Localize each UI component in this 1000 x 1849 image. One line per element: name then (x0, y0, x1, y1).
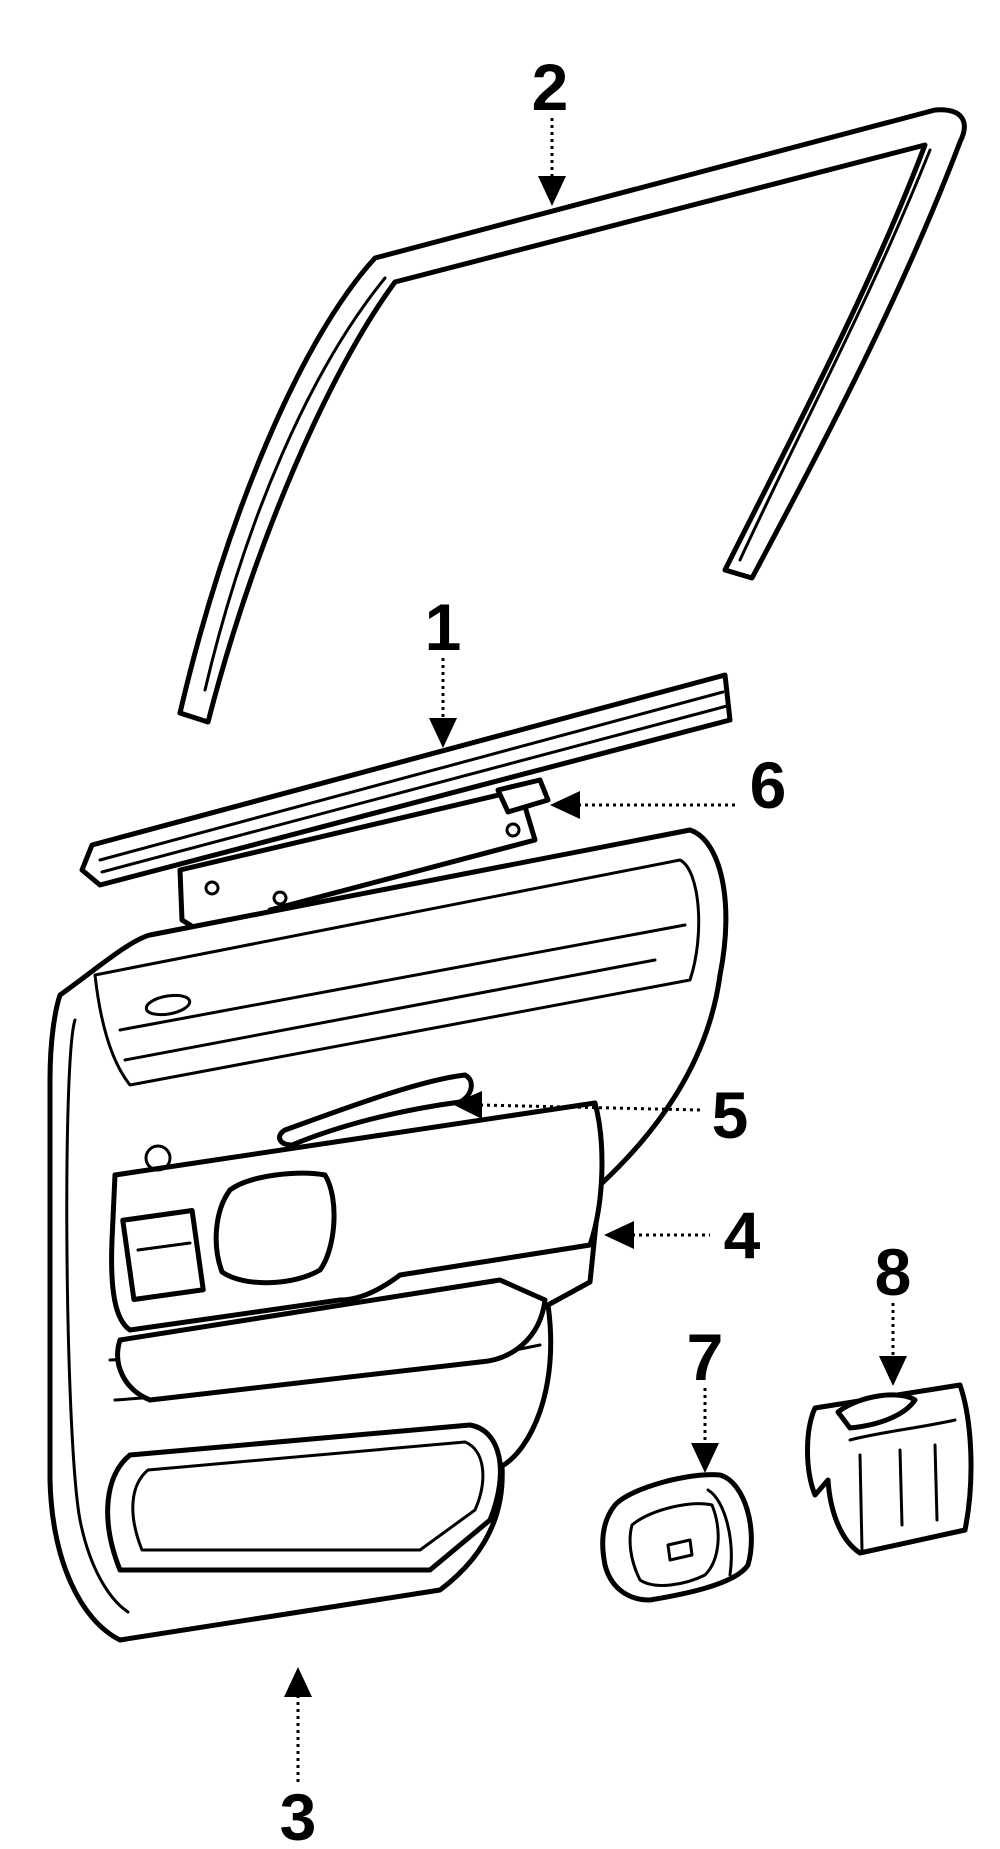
belt-weatherstrip (79, 672, 733, 888)
armrest-switch-bezel (109, 1100, 605, 1403)
callout-number: 4 (724, 1198, 761, 1272)
callout-2: 2 (532, 50, 569, 206)
callout-number: 5 (712, 1078, 749, 1152)
callout-1: 1 (425, 590, 462, 748)
callout-number: 6 (750, 748, 787, 822)
callout-number: 2 (532, 50, 569, 124)
window-frame-weatherstrip (177, 107, 967, 725)
callout-8: 8 (875, 1235, 912, 1386)
callout-5: 5 (452, 1078, 748, 1152)
window-switch (805, 1382, 974, 1556)
callout-7: 7 (687, 1320, 724, 1473)
callout-6: 6 (550, 748, 786, 822)
callout-number: 8 (875, 1235, 912, 1309)
callout-number: 3 (280, 1780, 317, 1849)
callout-number: 1 (425, 590, 462, 664)
callout-number: 7 (687, 1320, 724, 1394)
switch-bezel (600, 1472, 754, 1603)
callout-4: 4 (604, 1198, 761, 1272)
callout-3: 3 (280, 1667, 317, 1849)
